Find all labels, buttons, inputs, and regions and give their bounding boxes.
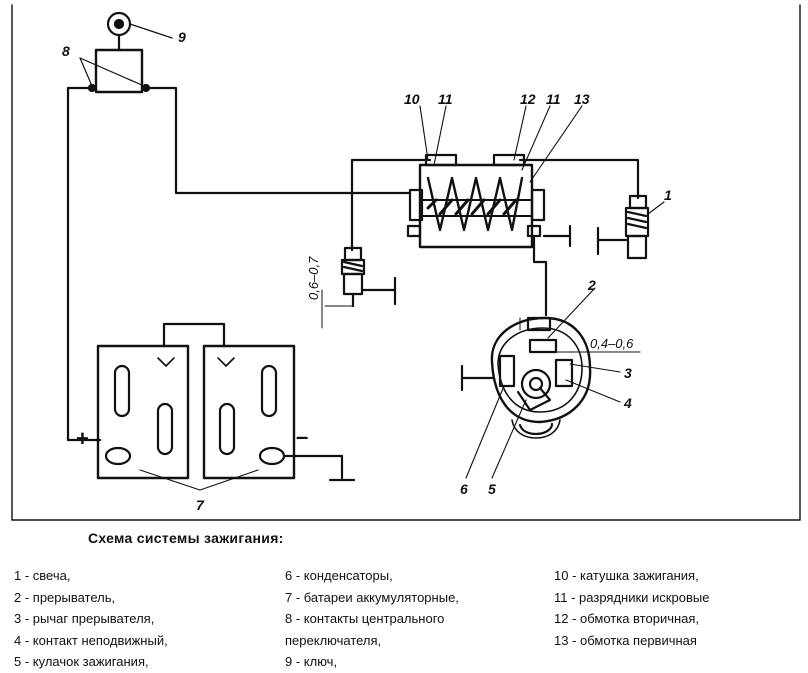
legend-item: 5 - кулачок зажигания, bbox=[14, 654, 149, 669]
callout-11a: 11 bbox=[438, 91, 453, 107]
legend-column-2: 6 - конденсаторы, 7 - батареи аккумулято… bbox=[285, 565, 459, 673]
legend-item: переключателя, bbox=[285, 632, 382, 648]
legend-item: 13 - обмотка первичная bbox=[554, 632, 697, 648]
legend-column-1: 1 - свеча, 2 - прерыватель, 3 - рычаг пр… bbox=[14, 565, 168, 673]
legend-item: 2 - прерыватель, bbox=[14, 589, 116, 605]
breaker-gap-label: 0,4–0,6 bbox=[590, 336, 634, 351]
spark-plug-left bbox=[321, 246, 397, 329]
legend-item: 7 - батареи аккумуляторные, bbox=[285, 589, 459, 605]
spark-plug-right bbox=[596, 194, 650, 260]
minus-sign: – bbox=[296, 424, 308, 449]
callout-4: 4 bbox=[623, 395, 632, 411]
plug-gap-label: 0,6–0,7 bbox=[306, 256, 321, 300]
callout-13: 13 bbox=[574, 91, 590, 107]
callout-7: 7 bbox=[196, 497, 205, 513]
legend-item: 4 - контакт неподвижный, bbox=[14, 632, 168, 648]
legend-item: 9 - ключ, bbox=[285, 654, 338, 669]
callout-8: 8 bbox=[62, 43, 70, 59]
callout-9: 9 bbox=[178, 29, 186, 45]
callout-12: 12 bbox=[520, 91, 536, 107]
callout-1: 1 bbox=[664, 187, 672, 203]
callout-11b: 11 bbox=[546, 91, 561, 107]
callout-3: 3 bbox=[624, 365, 632, 381]
callout-2: 2 bbox=[587, 277, 596, 293]
plus-sign: + bbox=[76, 426, 89, 451]
legend-item: 10 - катушка зажигания, bbox=[554, 568, 699, 583]
legend-column-3: 10 - катушка зажигания, 11 - разрядники … bbox=[554, 565, 709, 651]
diagram-caption: Схема системы зажигания: bbox=[88, 530, 284, 546]
legend-item: 6 - конденсаторы, bbox=[285, 568, 393, 583]
legend-item: 11 - разрядники искровые bbox=[554, 589, 710, 605]
legend-item: 3 - рычаг прерывателя, bbox=[14, 611, 155, 626]
callout-5: 5 bbox=[488, 481, 496, 497]
legend-item: 8 - контакты центрального bbox=[285, 611, 445, 626]
legend-item: 1 - свеча, bbox=[14, 568, 71, 583]
legend-item: 12 - обмотка вторичная, bbox=[554, 611, 700, 626]
callout-10: 10 bbox=[404, 91, 420, 107]
callout-6: 6 bbox=[460, 481, 468, 497]
ignition-switch bbox=[79, 11, 173, 94]
ignition-coil bbox=[406, 153, 546, 249]
batteries bbox=[96, 322, 356, 491]
distributor-breaker bbox=[460, 316, 641, 439]
